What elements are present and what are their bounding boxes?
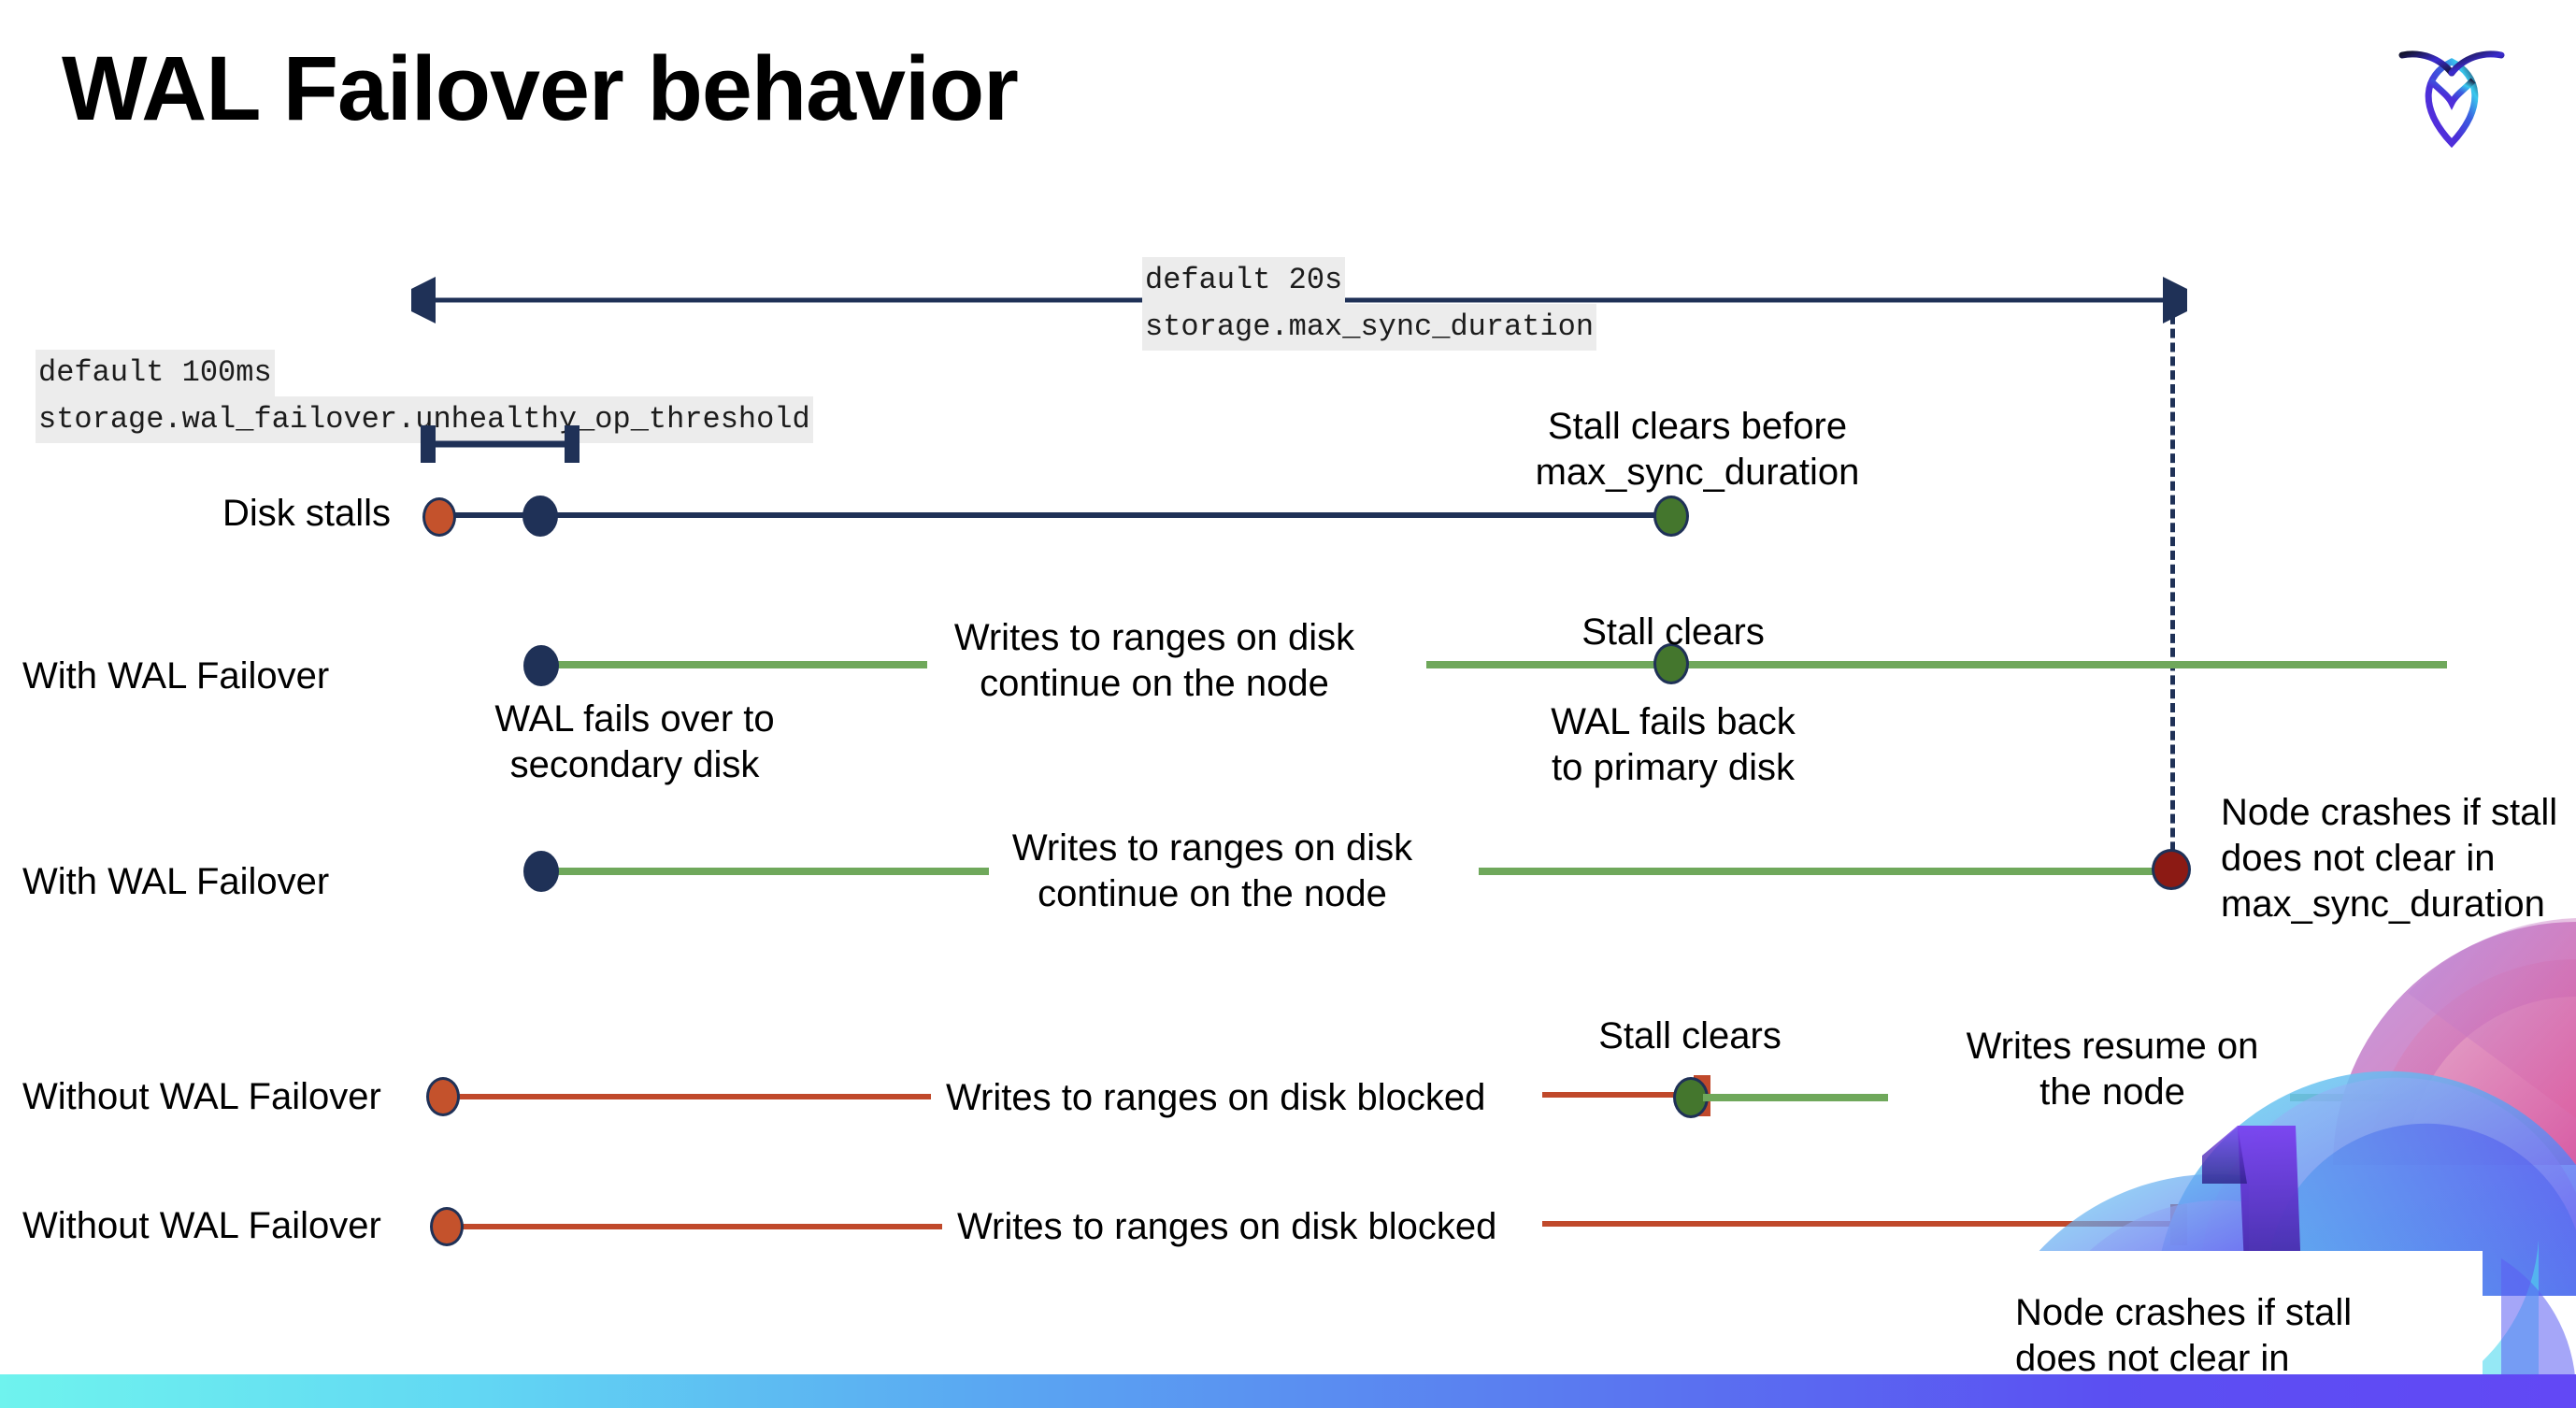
without-wal-2-start-dot	[430, 1207, 464, 1246]
with-wal-failover-2-track-right	[1479, 868, 2178, 875]
with-wal-failover-2-track-left	[553, 868, 989, 875]
note-node-crashes-1: Node crashes if stall does not clear in …	[2221, 792, 2558, 925]
unhealthy-op-default-label: default 100ms	[36, 350, 275, 396]
max-sync-setting-label: storage.max_sync_duration	[1142, 304, 1597, 351]
without-wal-1-start-dot	[426, 1077, 460, 1116]
bottom-accent-bar	[0, 1374, 2576, 1408]
note-stall-clears-2: Stall clears	[1598, 1015, 1782, 1056]
disk-stall-clears-dot	[1653, 496, 1689, 537]
note-stall-clears-1: Stall clears	[1581, 611, 1765, 653]
note-writes-continue-on-node-1: Writes to ranges on disk continue on the…	[953, 617, 1355, 704]
note-wal-fails-back-to-primary-disk: WAL fails back to primary disk	[1551, 701, 1796, 788]
with-wal-failover-1-track-left	[553, 661, 927, 668]
max-sync-default-label: default 20s	[1142, 257, 1346, 304]
wal-failover-1-start-dot	[523, 645, 559, 686]
note-writes-blocked-1: Writes to ranges on disk blocked	[946, 1077, 1486, 1118]
without-wal-1-stall-clears-dot	[1673, 1077, 1709, 1118]
wal-failover-2-crash-dot	[2152, 849, 2191, 890]
row-label-without-wal-failover-2: Without WAL Failover	[22, 1205, 381, 1246]
disk-stalls-track	[437, 512, 1677, 518]
disk-stall-failover-dot	[522, 496, 558, 537]
note-writes-resume-on-the-node: Writes resume on the node	[1966, 1026, 2259, 1113]
note-writes-blocked-2: Writes to ranges on disk blocked	[957, 1206, 1497, 1247]
cockroachdb-logo-icon	[2382, 26, 2522, 166]
row-label-with-wal-failover-2: With WAL Failover	[22, 861, 330, 902]
disk-stall-start-dot	[422, 497, 456, 537]
without-wal-failover-2-track-left	[456, 1224, 942, 1229]
without-wal-failover-1-track-far-right	[2290, 1094, 2451, 1101]
wal-failover-2-start-dot	[523, 851, 559, 892]
note-wal-fails-over-to-secondary-disk: WAL fails over to secondary disk	[494, 698, 775, 785]
note-writes-continue-on-node-2: Writes to ranges on disk continue on the…	[1011, 827, 1413, 914]
row-label-disk-stalls: Disk stalls	[222, 493, 392, 534]
without-wal-failover-1-track-left	[456, 1094, 931, 1099]
with-wal-failover-1-track-right	[1426, 661, 2447, 668]
row-label-with-wal-failover-1: With WAL Failover	[22, 655, 330, 697]
row-label-without-wal-failover-1: Without WAL Failover	[22, 1076, 381, 1117]
page-title: WAL Failover behavior	[62, 37, 1019, 139]
without-wal-failover-1-track-right	[1703, 1094, 1888, 1101]
max-sync-deadline-dashed-line	[2170, 301, 2175, 879]
wal-failover-1-stall-clears-dot	[1653, 643, 1689, 684]
note-stall-clears-before-max-sync: Stall clears before max_sync_duration	[1535, 406, 1860, 493]
